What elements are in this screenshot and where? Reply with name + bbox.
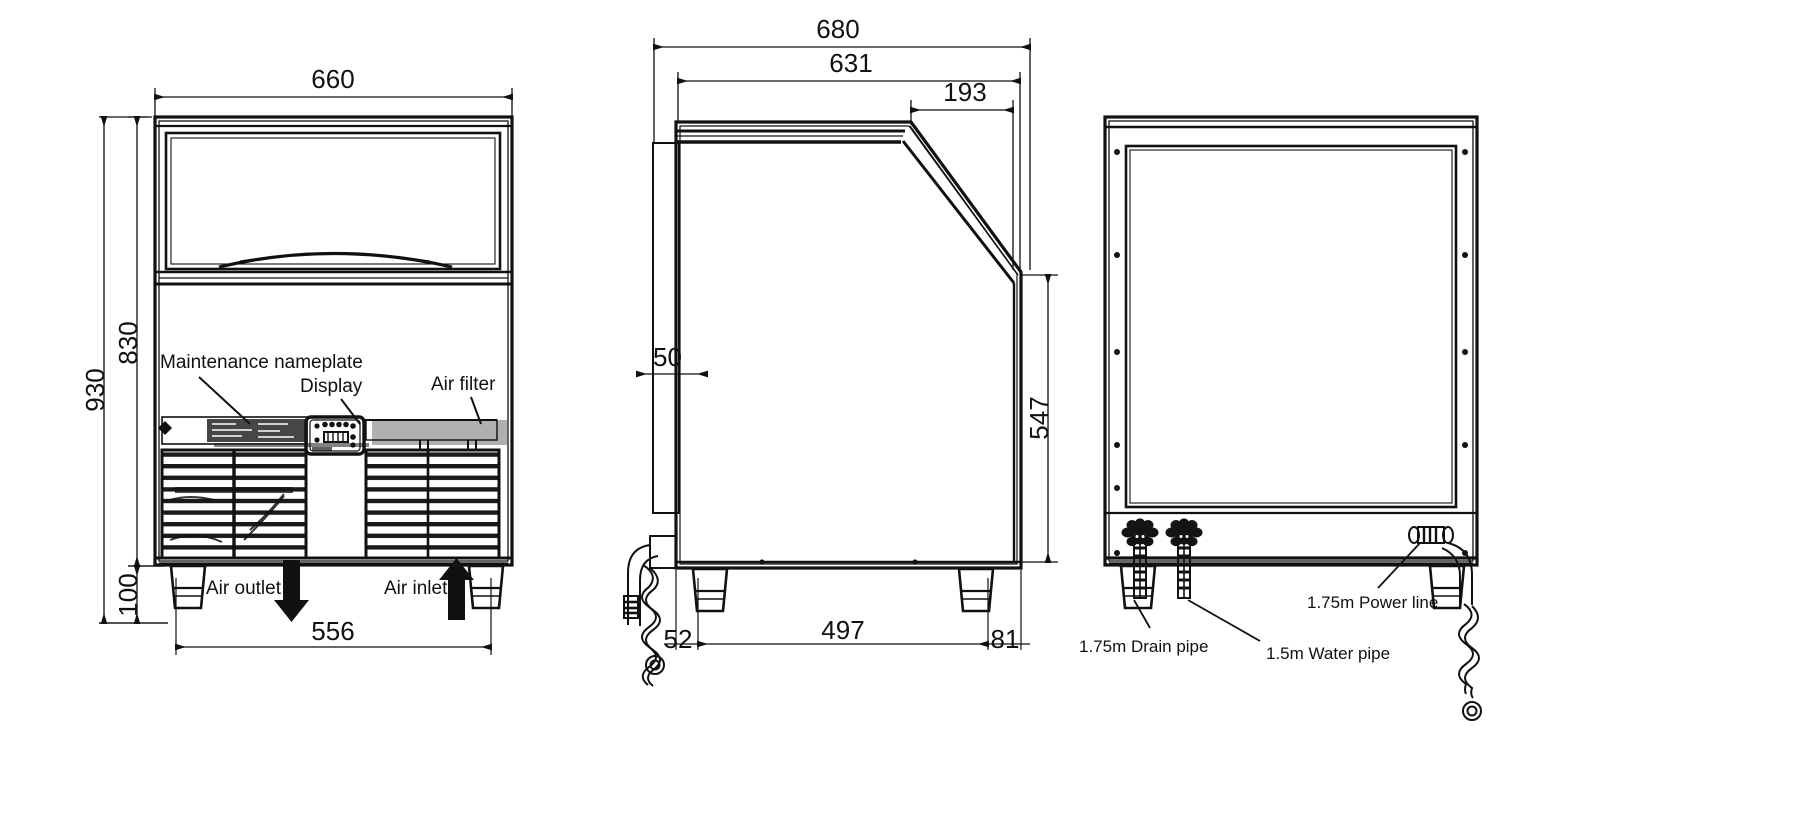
callout-display: Display [300,376,363,425]
callout-maintenance-nameplate: Maintenance nameplate [160,352,363,425]
dim-100-label: 100 [113,573,143,616]
callout-air-filter: Air filter [431,374,496,425]
dim-50-label: 50 [653,342,682,372]
leader-power-line [1377,542,1421,589]
front-view: 660 930 830 100 556 [80,64,514,655]
callout-water-pipe-label: 1.5m Water pipe [1266,644,1390,663]
dim-830-label: 830 [113,321,143,364]
dim-side-body-depth-631: 631 [677,48,1021,270]
air-inlet-arrow [439,558,474,620]
front-cabinet-outline [153,115,514,567]
side-coiled-hose [623,535,677,687]
side-legs [691,567,995,613]
power-connector [1408,526,1454,544]
air-outlet-arrow [274,560,309,622]
rear-cabinet-outline [1103,115,1479,567]
dim-547-label: 547 [1024,396,1054,439]
dim-front-leg-height-100: 100 [99,565,168,624]
leader-water-pipe [1187,599,1261,642]
callout-drain-pipe-label: 1.75m Drain pipe [1079,637,1208,656]
callout-display-label: Display [300,376,363,397]
dim-193-label: 193 [943,77,986,107]
dim-side-projection-50: 50 [636,342,708,378]
air-inlet-grille [364,448,501,560]
dim-660-label: 660 [311,64,354,94]
dim-631-label: 631 [829,48,872,78]
dim-930-label: 930 [80,368,110,411]
rear-view: 1.75m Drain pipe 1.5m Water pipe 1.75m P… [1079,115,1482,721]
dim-side-height-547: 547 [1021,274,1058,563]
side-body-outline [674,120,1023,570]
callout-air-inlet-label: Air inlet [384,578,448,599]
dim-556-label: 556 [311,616,354,646]
side-rear-projection [652,142,680,514]
dim-front-width-660: 660 [154,64,513,120]
air-outlet-grille [160,448,308,560]
callout-nameplate-label: Maintenance nameplate [160,352,363,373]
callout-power-line-label: 1.75m Power line [1307,593,1438,612]
dim-52-label: 52 [664,624,693,654]
callout-air-outlet-label: Air outlet [206,578,282,599]
dim-680-label: 680 [816,14,859,44]
leader-drain-pipe [1133,599,1151,629]
dim-81-label: 81 [991,624,1020,654]
side-view: 680 631 193 50 547 [623,14,1058,687]
dim-front-body-height-830: 830 [113,116,165,567]
display-panel[interactable] [304,415,366,456]
rear-legs [1119,564,1466,610]
front-legs [169,564,505,610]
dim-side-depth-680: 680 [653,14,1031,270]
dim-front-legspan-556: 556 [175,578,492,655]
power-cable-coil [1441,542,1482,721]
dim-side-bottom-group: 52 497 81 [664,570,1030,654]
dim-side-slope-193: 193 [910,77,1014,270]
dim-497-label: 497 [821,615,864,645]
callout-air-filter-label: Air filter [431,374,496,395]
